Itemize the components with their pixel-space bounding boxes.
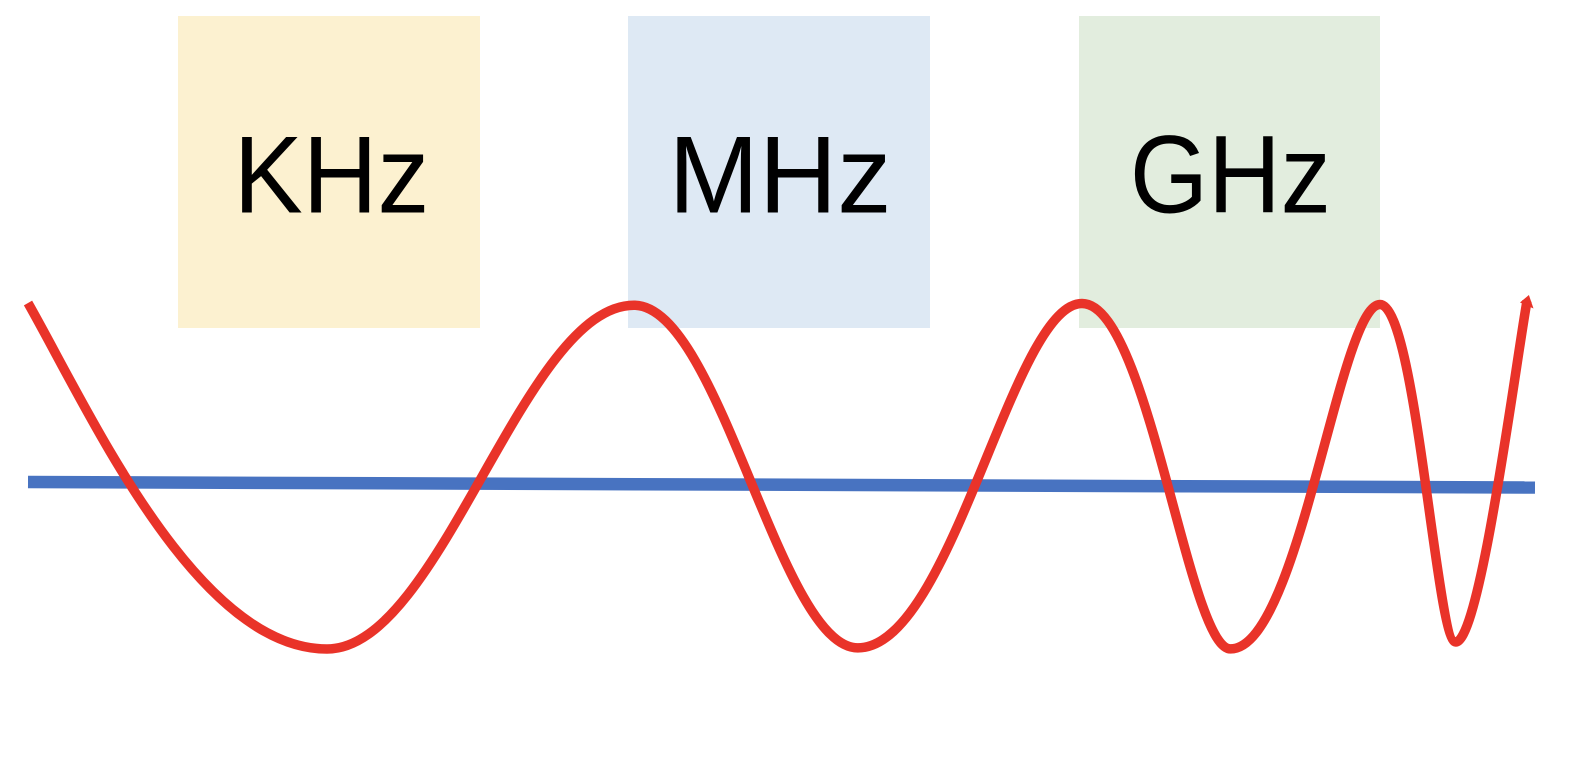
svg-text:KHz: KHz (234, 113, 430, 237)
svg-text:MHz: MHz (669, 114, 892, 237)
svg-text:GHz: GHz (1130, 114, 1331, 236)
